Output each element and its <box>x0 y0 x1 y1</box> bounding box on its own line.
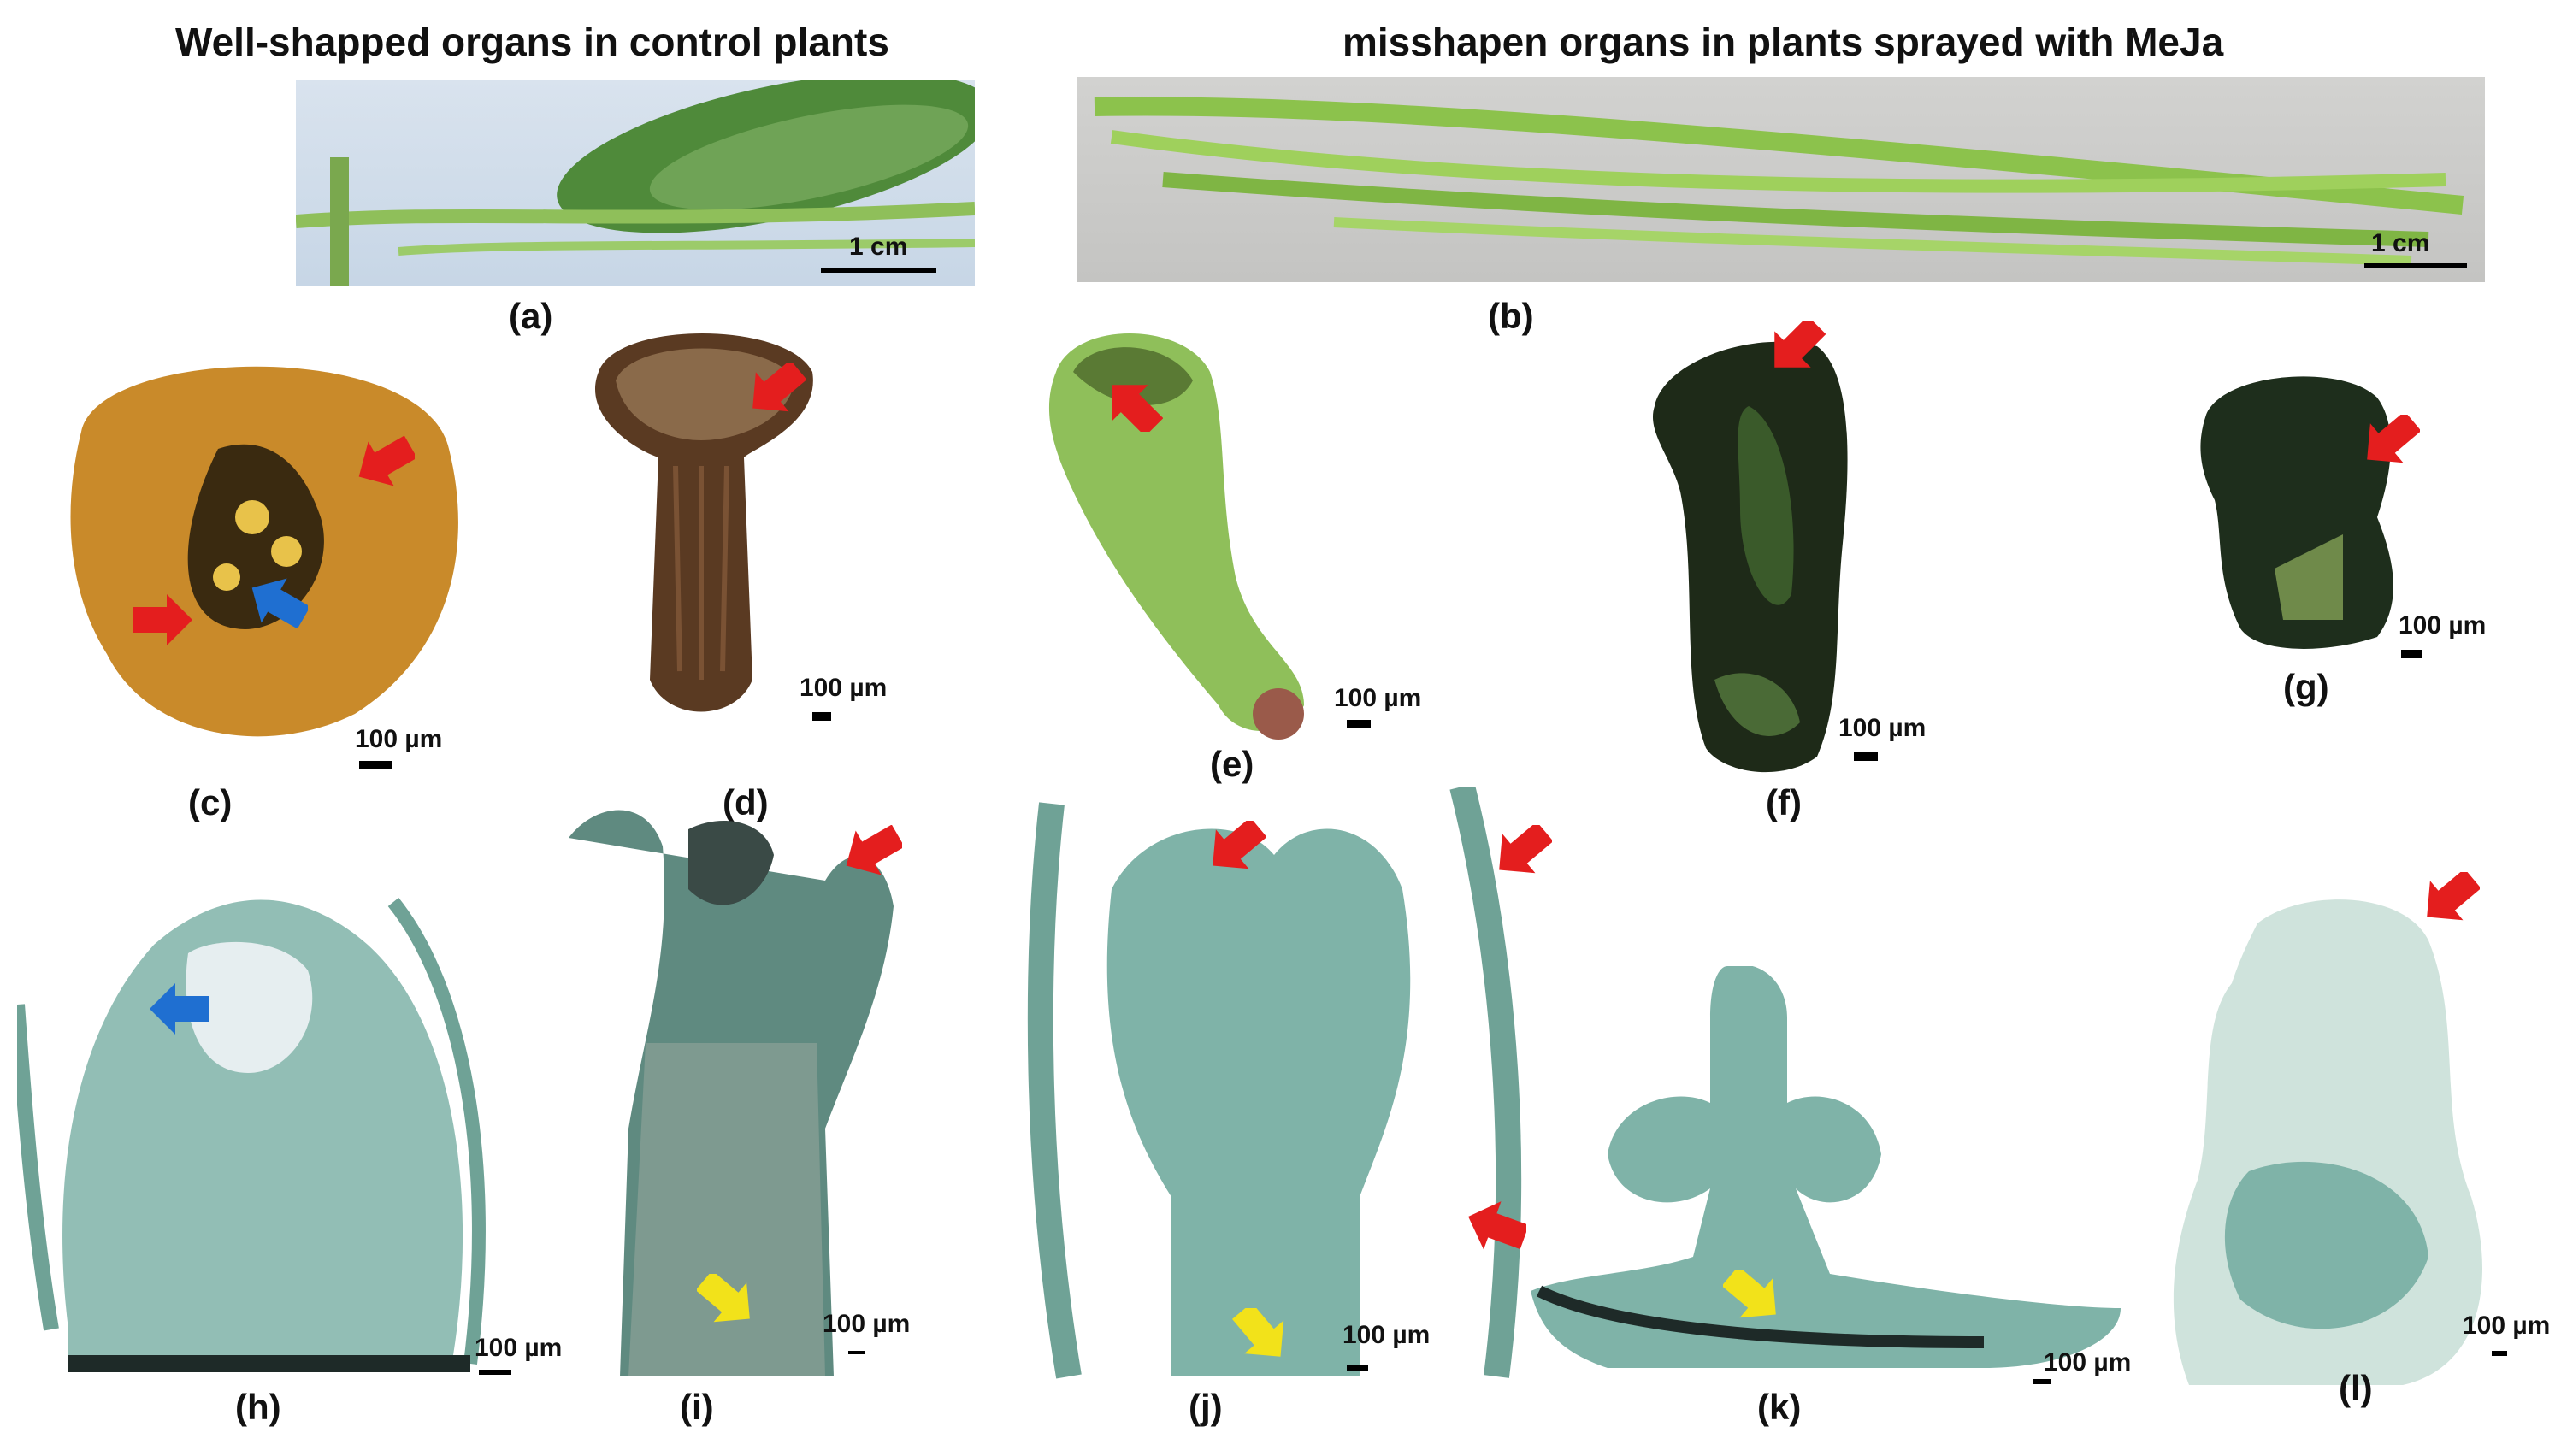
section-k <box>1505 966 2138 1376</box>
scale-bar-c <box>359 761 392 769</box>
scale-label-f: 100 µm <box>1838 714 1927 742</box>
red-arrow-k <box>1468 1201 1526 1250</box>
photo-g-drawing <box>2200 376 2393 649</box>
section-j-drawing <box>1027 787 1522 1379</box>
photo-f-meja-flower <box>1646 321 1868 782</box>
scale-bar-g <box>2401 650 2422 658</box>
scale-label-a: 1 cm <box>849 233 908 261</box>
scale-label-h: 100 µm <box>475 1334 563 1362</box>
red-arrow-c2 <box>133 594 192 645</box>
section-j <box>1018 787 1548 1385</box>
panel-label-b: (b) <box>1488 296 1534 336</box>
scale-label-j: 100 µm <box>1343 1321 1431 1349</box>
scale-label-l: 100 µm <box>2463 1312 2551 1340</box>
photo-b-drawing <box>1094 97 2464 266</box>
photo-e-meja-flower <box>1030 321 1321 740</box>
red-arrow-f <box>1774 321 1826 368</box>
red-arrow-j2 <box>1499 825 1552 874</box>
section-h <box>17 851 492 1385</box>
panel-label-l: (l) <box>2339 1368 2373 1408</box>
section-h-drawing <box>17 898 486 1372</box>
section-l-drawing <box>2173 899 2483 1385</box>
photo-d-control-flower <box>581 321 821 731</box>
photo-c-control-bud <box>47 329 475 748</box>
scale-bar-l <box>2492 1351 2507 1356</box>
panel-label-f: (f) <box>1766 782 1802 822</box>
section-l <box>2146 889 2497 1389</box>
left-heading: Well-shapped organs in control plants <box>175 20 889 64</box>
panel-label-a: (a) <box>509 296 553 336</box>
scale-bar-d <box>812 712 831 721</box>
red-arrow-i <box>846 825 902 875</box>
blue-arrow-c <box>251 578 308 628</box>
scale-label-c: 100 µm <box>355 725 443 753</box>
red-arrow-d <box>752 363 806 412</box>
red-arrow-e <box>1112 385 1163 432</box>
photo-g-meja-flower <box>2189 363 2403 654</box>
photo-c-drawing <box>70 366 458 737</box>
panel-label-c: (c) <box>188 782 233 822</box>
yellow-arrow-k <box>1723 1270 1776 1318</box>
photo-e-drawing <box>1048 333 1304 740</box>
scale-bar-a <box>821 268 936 273</box>
panel-label-d: (d) <box>723 782 769 822</box>
yellow-arrow-j <box>1232 1308 1284 1357</box>
scale-label-k: 100 µm <box>2044 1348 2132 1376</box>
yellow-arrow-i <box>697 1274 750 1323</box>
section-i <box>543 787 919 1385</box>
photo-b-meja-stem <box>1077 77 2485 282</box>
scale-bar-f <box>1854 752 1878 761</box>
photo-a-control-stem <box>296 80 975 286</box>
right-heading: misshapen organs in plants sprayed with … <box>1343 20 2224 64</box>
panel-label-h: (h) <box>235 1387 281 1427</box>
panel-label-j: (j) <box>1189 1387 1223 1427</box>
scale-label-e: 100 µm <box>1334 684 1422 712</box>
photo-d-drawing <box>595 333 813 712</box>
red-arrow-c1 <box>358 436 415 486</box>
panel-label-k: (k) <box>1757 1387 1802 1427</box>
scale-bar-e <box>1347 720 1371 728</box>
panel-label-e: (e) <box>1210 744 1254 784</box>
scale-bar-k <box>2033 1379 2051 1384</box>
panel-label-i: (i) <box>680 1387 714 1427</box>
photo-a-drawing <box>296 80 975 286</box>
red-arrow-j1 <box>1213 821 1266 869</box>
section-i-drawing <box>569 810 894 1376</box>
scale-label-d: 100 µm <box>800 674 888 702</box>
section-k-drawing <box>1531 966 2121 1368</box>
scale-bar-b <box>2364 263 2467 268</box>
panel-label-g: (g) <box>2283 667 2329 707</box>
scale-label-i: 100 µm <box>823 1310 911 1338</box>
red-arrow-g <box>2367 415 2420 463</box>
scale-bar-h <box>479 1370 511 1375</box>
scale-label-g: 100 µm <box>2399 611 2487 640</box>
scale-label-b: 1 cm <box>2371 229 2430 257</box>
scale-bar-j <box>1347 1365 1368 1371</box>
blue-arrow-h <box>150 983 209 1035</box>
photo-f-drawing <box>1652 341 1848 773</box>
red-arrow-l <box>2427 872 2480 921</box>
scale-bar-i <box>848 1351 865 1354</box>
